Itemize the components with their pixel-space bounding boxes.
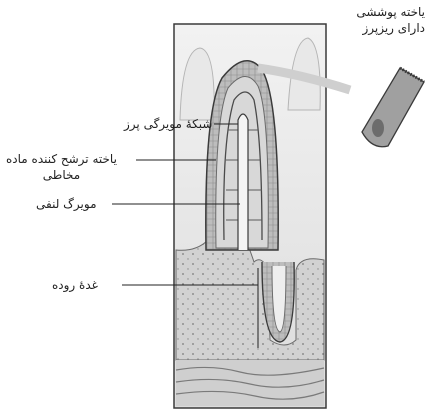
label-intestinal-gland: غدهٔ روده bbox=[52, 277, 98, 293]
label-epithelial-cell-line2: دارای ریزپرز bbox=[356, 20, 425, 36]
label-capillary-network: شبکهٔ مویرگی پرز bbox=[124, 116, 212, 132]
label-goblet-cell-line2: مخاطی bbox=[6, 167, 117, 183]
epithelial-cell-detail bbox=[362, 68, 424, 147]
label-epithelial-cell: یاخته پوششی دارای ریزپرز bbox=[356, 4, 425, 36]
label-lacteal: مویرگ لنفی bbox=[36, 196, 97, 212]
label-epithelial-cell-line1: یاخته پوششی bbox=[356, 4, 425, 20]
villus bbox=[206, 61, 278, 250]
label-goblet-cell-line1: یاخته ترشح کننده ماده bbox=[6, 151, 117, 167]
label-goblet-cell: یاخته ترشح کننده ماده مخاطی bbox=[6, 151, 117, 183]
